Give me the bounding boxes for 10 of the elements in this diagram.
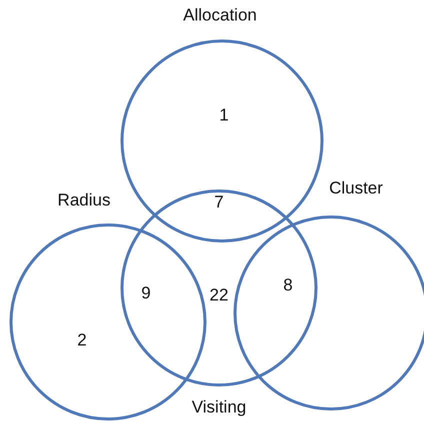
set-label: Cluster [329,180,383,196]
set-label: Visiting [192,398,246,416]
region-count: 8 [283,276,293,294]
region-count: 22 [210,286,228,304]
region-count: 2 [77,332,87,348]
region-count: 7 [214,194,224,210]
set-label: Allocation [183,6,257,24]
region-count: 9 [141,284,151,302]
set-label: Radius [58,192,110,208]
region-count: 1 [219,106,229,124]
